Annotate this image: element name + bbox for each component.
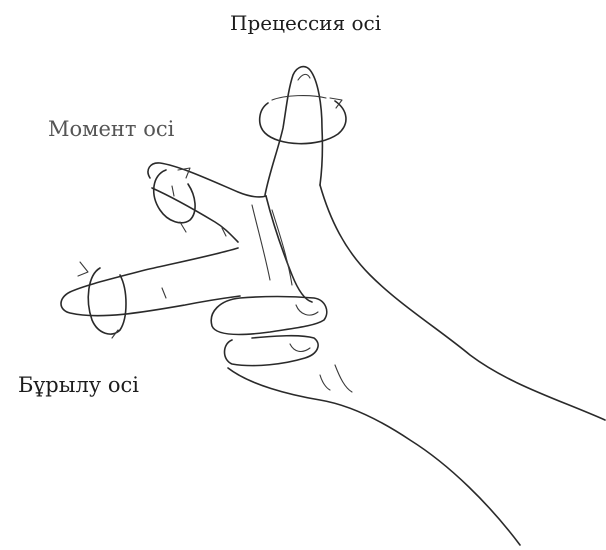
palm <box>252 196 312 302</box>
forearm <box>228 185 605 545</box>
index-finger <box>148 163 266 242</box>
spin-rotation-ring <box>78 262 126 338</box>
spin-axis-label: Бұрылу осі <box>18 375 139 396</box>
torque-axis-label: Момент осі <box>48 119 174 140</box>
ring-finger-folded <box>211 297 327 335</box>
precession-axis-label: Прецессия осі <box>230 13 381 33</box>
precession-rotation-ring <box>260 96 346 144</box>
thumb <box>265 67 322 195</box>
torque-rotation-ring <box>154 168 195 232</box>
little-finger-folded <box>225 336 319 366</box>
